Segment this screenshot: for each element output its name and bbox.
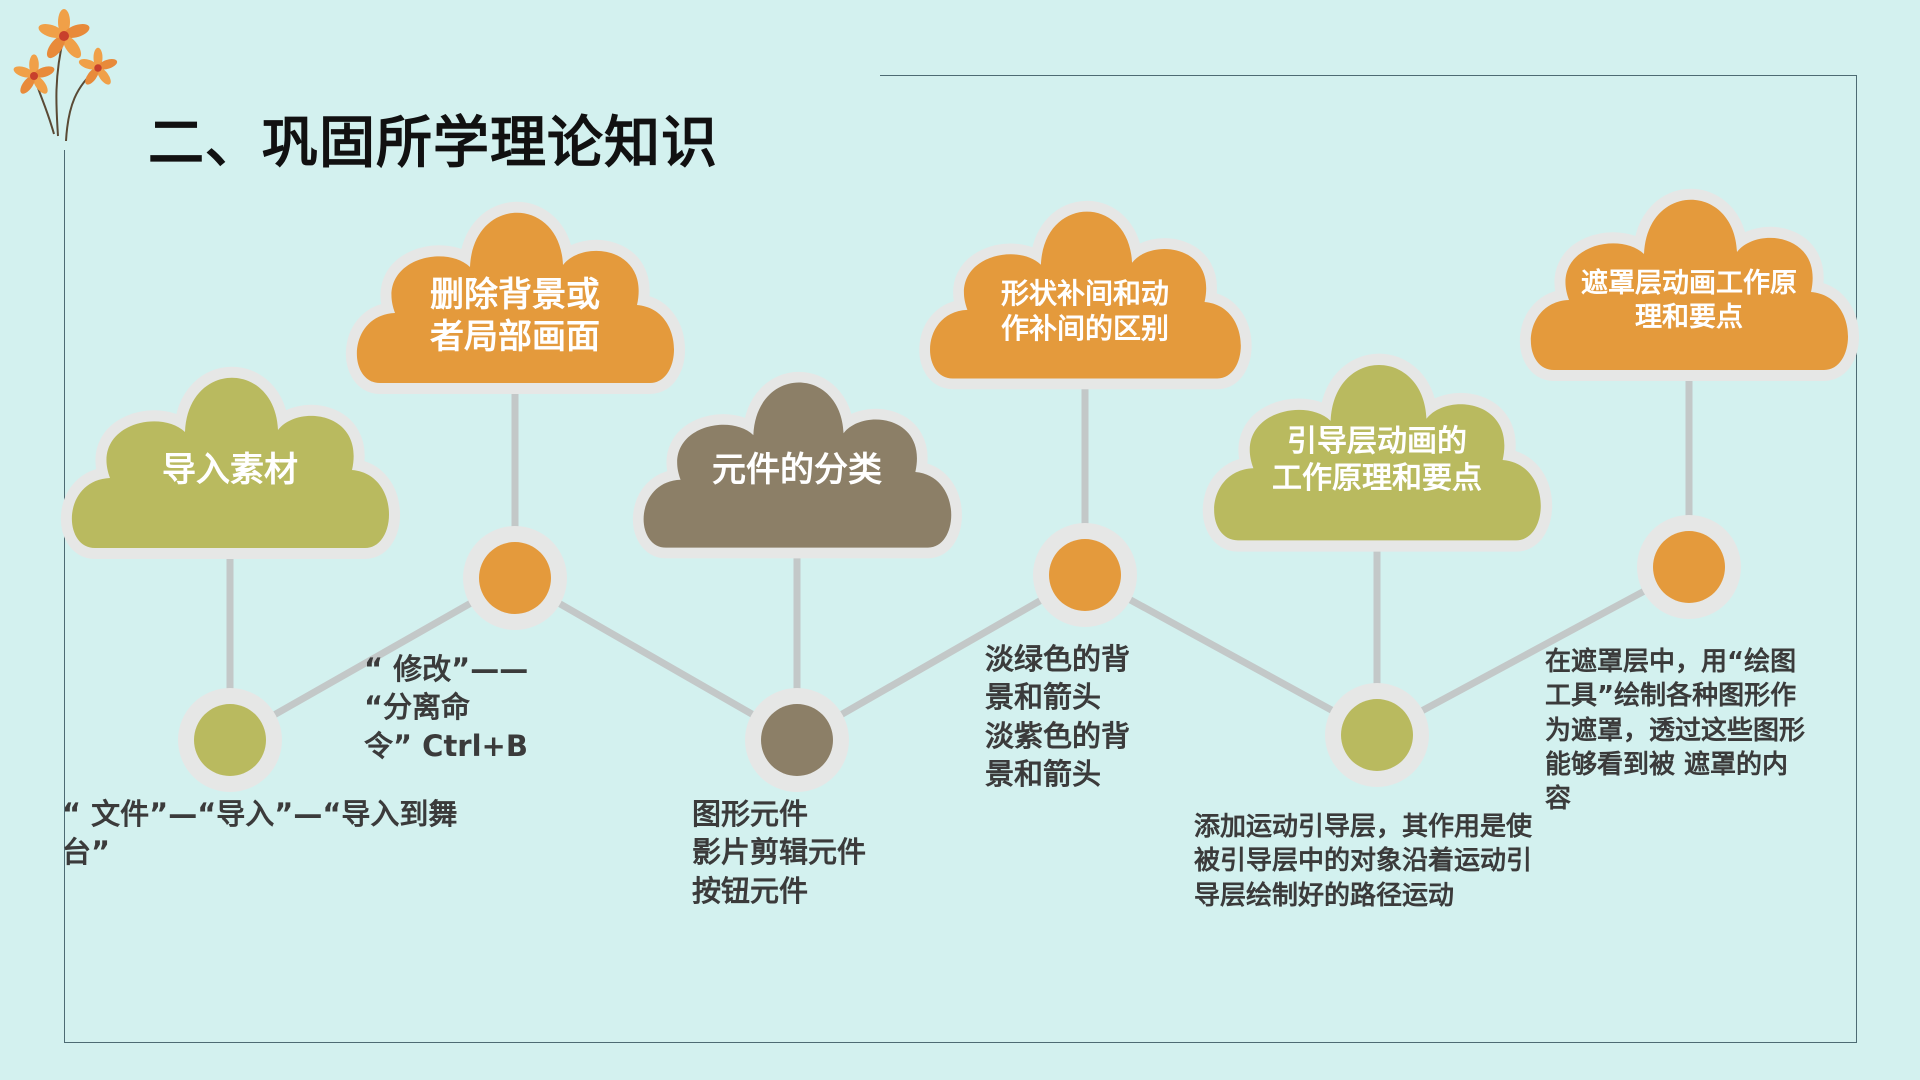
- cloud-fill: [1214, 364, 1541, 541]
- connector-line: [793, 571, 1089, 744]
- step-description: “ 修改”—— “分离命 令” Ctrl+B: [364, 652, 529, 763]
- cloud-topic-label: 导入素材: [162, 449, 298, 490]
- node-dot: [761, 704, 833, 776]
- frame-line-right: [1856, 75, 1857, 1042]
- node-dot: [194, 704, 266, 776]
- cloud-fill: [930, 211, 1241, 379]
- cloud-topic-label: 遮罩层动画工作原 理和要点: [1581, 268, 1797, 333]
- cloud-fill: [1530, 199, 1849, 370]
- connector-line: [511, 574, 801, 744]
- frame-line-bottom: [64, 1042, 1857, 1043]
- cloud-shape: [345, 201, 685, 394]
- step-description: “ 文件”—“导入”—“导入到舞 台”: [62, 797, 458, 870]
- cloud-fill: [356, 212, 675, 383]
- connector-line: [1081, 571, 1381, 739]
- cloud-shape: [632, 372, 962, 559]
- frame-line-left: [64, 150, 65, 1042]
- step-description: 图形元件 影片剪辑元件 按钮元件: [692, 797, 867, 908]
- node-dot: [479, 542, 551, 614]
- flower-decoration-icon: [13, 9, 118, 142]
- step-description: 淡绿色的背 景和箭头 淡紫色的背 景和箭头: [985, 642, 1131, 791]
- cloud-topic-label: 元件的分类: [712, 449, 882, 490]
- connector-line: [1373, 563, 1693, 739]
- page-title: 二、巩固所学理论知识: [148, 111, 718, 176]
- cloud-fill: [643, 382, 952, 548]
- connector-line: [226, 574, 519, 744]
- step-description: 添加运动引导层，其作用是使 被引导层中的对象沿着运动引 导层绘制好的路径运动: [1194, 812, 1533, 911]
- cloud-fill: [71, 377, 390, 548]
- step-description: 在遮罩层中，用“绘图 工具”绘制各种图形作 为遮罩，透过这些图形 能够看到被 遮…: [1545, 647, 1806, 815]
- cloud-topic-label: 形状补间和动 作补间的区别: [1000, 277, 1169, 345]
- cloud-topic-label: 删除背景或 者局部画面: [430, 274, 600, 358]
- cloud-topic-label: 引导层动画的 工作原理和要点: [1272, 423, 1482, 497]
- cloud-shape: [60, 366, 400, 559]
- cloud-shape: [1202, 353, 1553, 552]
- cloud-shape: [919, 200, 1252, 390]
- frame-line-top: [880, 75, 1857, 76]
- cloud-shape: [1519, 188, 1859, 381]
- node-dot: [1653, 531, 1725, 603]
- node-dot: [1341, 699, 1413, 771]
- node-dot: [1049, 539, 1121, 611]
